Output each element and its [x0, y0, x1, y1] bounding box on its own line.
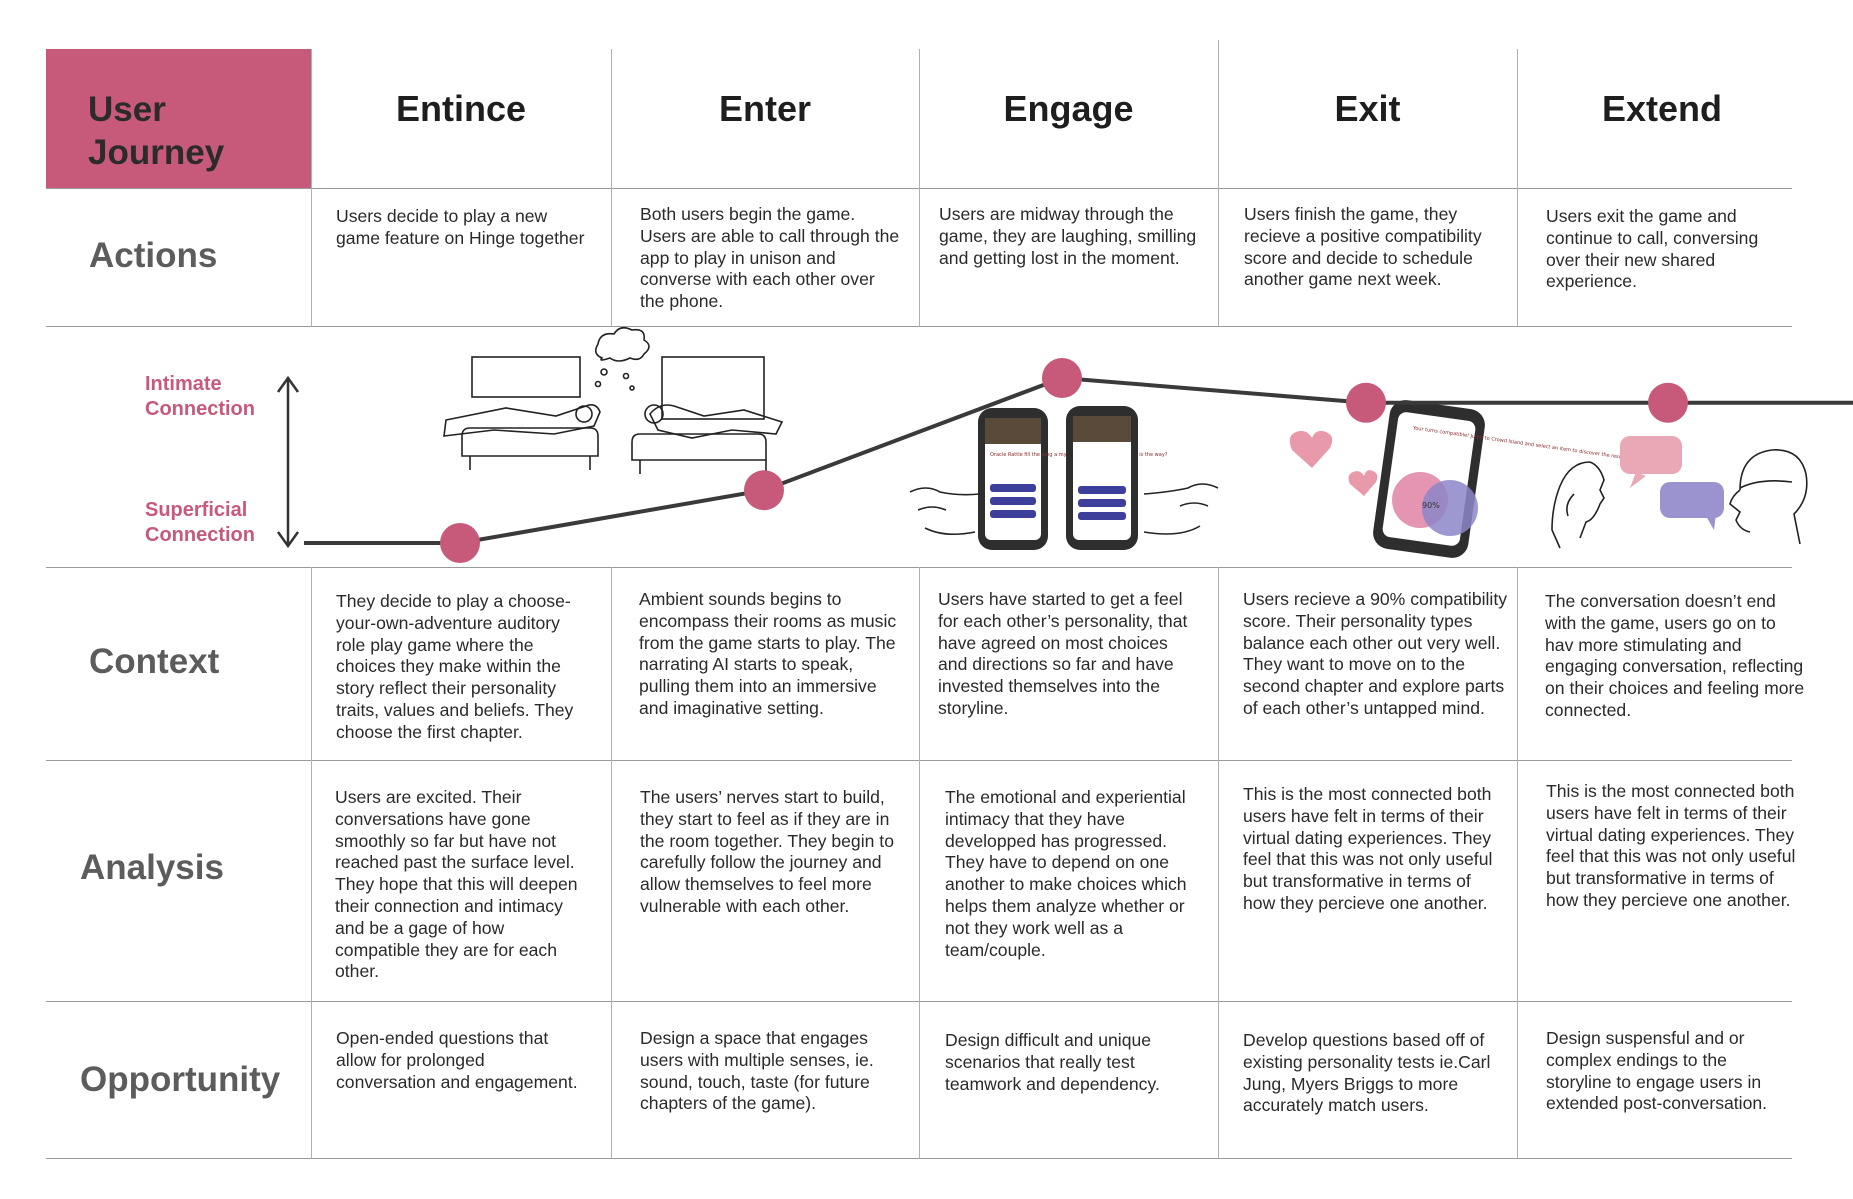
stage-header-4: Exit	[1334, 88, 1401, 129]
journey-line	[304, 358, 1853, 563]
analysis-cell-3: The emotional and experiential intimacy …	[945, 787, 1187, 960]
axis-label-superficial: Superficial Connection	[145, 499, 255, 546]
opportunity-cell-2: Design a space that engages users with m…	[640, 1028, 874, 1114]
actions-cell-4: Users finish the game, they recieve a po…	[1244, 204, 1482, 290]
row-label-analysis: Analysis	[80, 848, 224, 887]
context-cell-1: They decide to play a choose-your-own-ad…	[336, 591, 574, 742]
compatibility-score: 90%	[1422, 501, 1440, 510]
corner-title: User Journey	[88, 90, 225, 172]
phones-in-hands-icon: Oracle Rattle fill the ping a mystic lea…	[909, 406, 1219, 550]
analysis-cell-5: This is the most connected both users ha…	[1546, 781, 1796, 910]
row-label-context: Context	[89, 642, 220, 681]
journey-point-5	[1648, 382, 1688, 423]
grid-column-line	[611, 567, 612, 1159]
conversation-heads-icon	[1551, 436, 1808, 549]
context-cell-2: Ambient sounds begins to encompass their…	[639, 589, 897, 718]
analysis-cell-2: The users’ nerves start to build, they s…	[640, 787, 894, 916]
grid-column-line	[1218, 567, 1219, 1159]
actions-cell-1: Users decide to play a new game feature …	[336, 206, 585, 248]
header-corner	[46, 49, 311, 189]
actions-cell-5: Users exit the game and continue to call…	[1546, 206, 1759, 292]
grid-column-line	[1517, 49, 1518, 327]
journey-point-2	[744, 470, 784, 511]
actions-cell-2: Both users begin the game. Users are abl…	[640, 204, 900, 312]
grid-column-line	[919, 567, 920, 1159]
opportunity-cell-4: Develop questions based off of existing …	[1243, 1030, 1491, 1116]
compatibility-phone-icon: Your turns compatible! Jump to Crowd Isl…	[1289, 400, 1630, 558]
journey-point-4	[1346, 382, 1386, 423]
opportunity-cell-1: Open-ended questions that allow for prol…	[336, 1028, 578, 1092]
opportunity-cell-5: Design suspensful and or complex endings…	[1546, 1028, 1768, 1114]
stage-header-5: Extend	[1601, 88, 1723, 129]
opportunity-cell-3: Design difficult and unique scenarios th…	[945, 1030, 1160, 1094]
grid-column-line	[919, 49, 920, 327]
context-cell-3: Users have started to get a feel for eac…	[938, 589, 1188, 718]
grid-column-line	[311, 567, 312, 1159]
axis-label-intimate: Intimate Connection	[145, 373, 255, 420]
grid-column-line	[1517, 567, 1518, 1159]
grid-column-line	[611, 49, 612, 327]
context-cell-5: The conversation doesn’t end with the ga…	[1545, 591, 1805, 720]
grid-column-line	[311, 49, 312, 327]
actions-cell-3: Users are midway through the game, they …	[939, 204, 1197, 268]
double-arrow-icon	[276, 375, 300, 549]
row-label-opportunity: Opportunity	[80, 1060, 281, 1099]
couple-on-couches-icon	[443, 326, 784, 474]
grid-column-line	[1218, 40, 1219, 327]
stage-header-1: Entince	[395, 88, 527, 129]
stage-header-3: Engage	[1003, 88, 1134, 129]
analysis-cell-4: This is the most connected both users ha…	[1243, 784, 1493, 913]
context-cell-4: Users recieve a 90% compatibility score.…	[1243, 589, 1508, 718]
stage-header-2: Enter	[718, 88, 812, 129]
journey-point-1	[440, 523, 480, 563]
journey-point-3	[1042, 358, 1082, 398]
analysis-cell-1: Users are excited. Their conversations h…	[335, 787, 578, 982]
row-label-actions: Actions	[89, 236, 218, 275]
